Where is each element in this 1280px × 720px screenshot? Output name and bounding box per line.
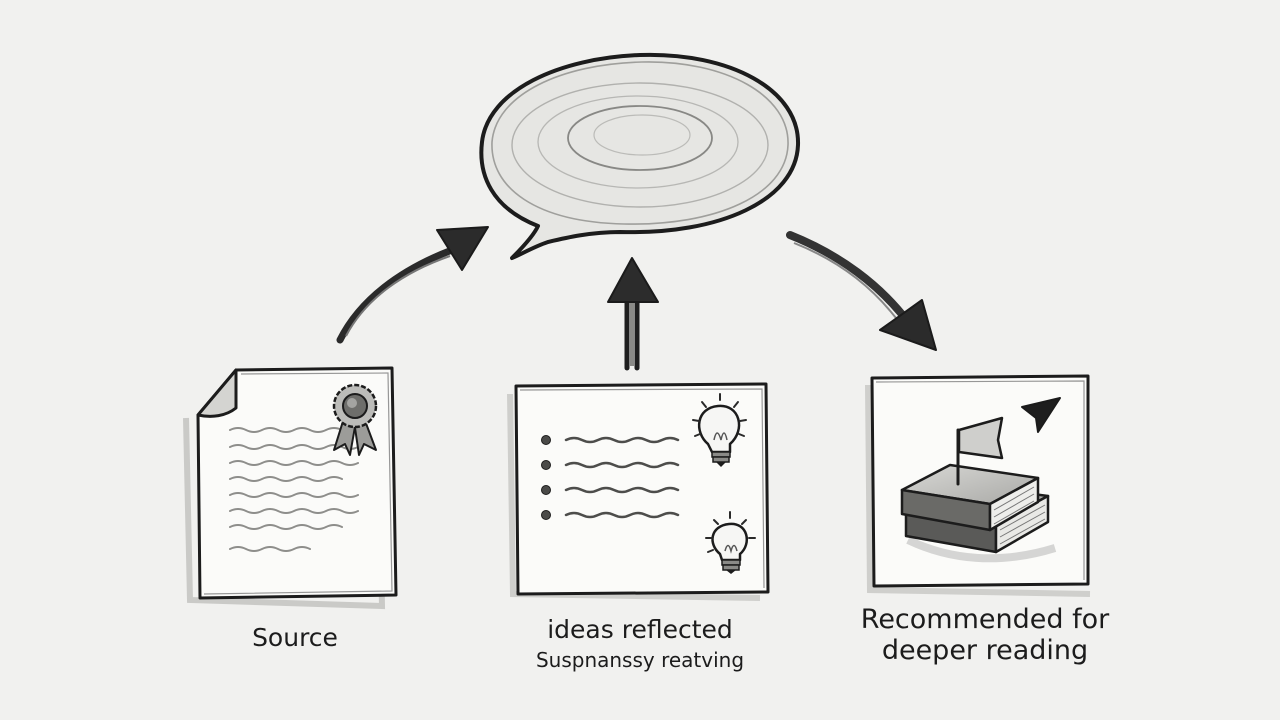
source-label: Source — [252, 623, 338, 652]
ideas-label: ideas reflected Suspnanssy reatving — [480, 615, 800, 672]
arrow-icon — [607, 257, 659, 371]
lightbulb-icon — [692, 393, 747, 467]
ideas-title: ideas reflected — [547, 615, 733, 644]
award-ribbon-icon — [332, 383, 378, 456]
recommended-label: Recommended for deeper reading — [840, 604, 1130, 666]
arrow-icon — [786, 231, 937, 351]
lightbulb-icon — [705, 511, 756, 574]
arrow-icon — [336, 226, 489, 344]
book-stack-icon — [900, 463, 1057, 563]
recommended-label-line1: Recommended for — [860, 604, 1110, 635]
arrow-icon — [1021, 397, 1061, 433]
speech-bubble-icon — [479, 52, 801, 260]
ideas-subtitle: Suspnanssy reatving — [535, 647, 745, 672]
flag-icon — [956, 416, 1004, 486]
recommended-label-line2: deeper reading — [881, 635, 1089, 667]
